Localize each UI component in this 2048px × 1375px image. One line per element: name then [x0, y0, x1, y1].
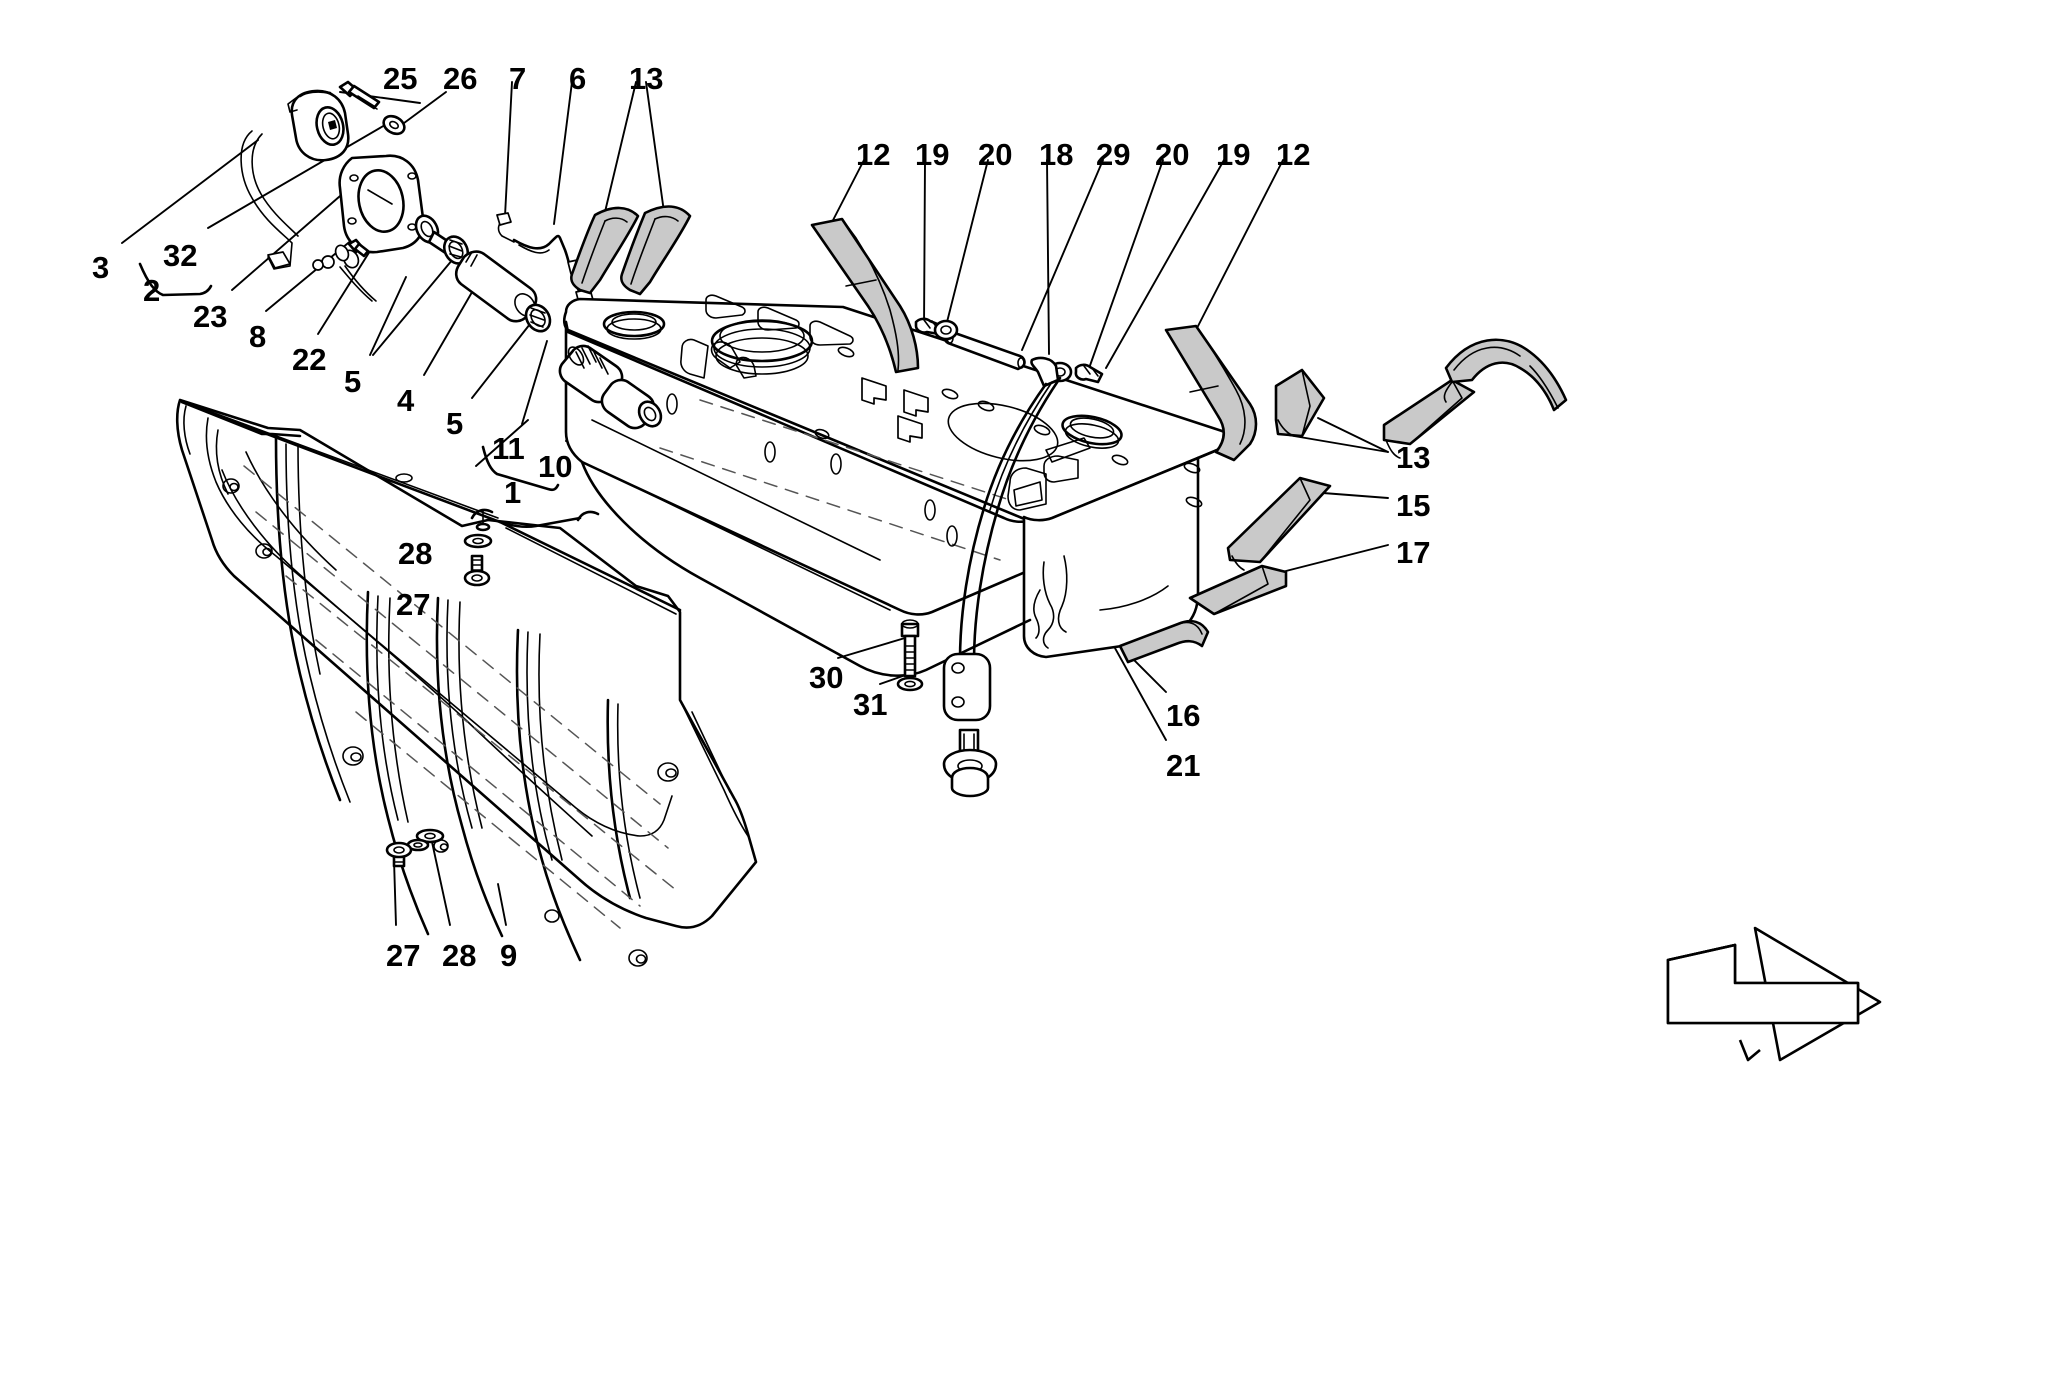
callout-15: 15 [1396, 488, 1431, 523]
callout-17: 17 [1396, 535, 1431, 570]
callout-18: 18 [1039, 137, 1074, 172]
callout-23: 23 [193, 299, 228, 334]
callout-20-a: 20 [978, 137, 1013, 172]
part-28-washer-upper [463, 509, 493, 549]
callout-31: 31 [853, 687, 888, 722]
fuel-tank [562, 294, 1231, 677]
part-sender-lanyard [240, 130, 299, 270]
part-8-22-hardware [312, 238, 377, 302]
callout-27-upper: 27 [396, 587, 431, 622]
callout-19-a: 19 [915, 137, 950, 172]
part-27-screw-upper [463, 554, 491, 587]
part-17-wedge [1188, 564, 1288, 616]
part-13-curved-shields-top [569, 205, 692, 296]
callout-12-b: 12 [1276, 137, 1311, 172]
callout-5-b: 5 [446, 406, 464, 441]
callout-1: 1 [504, 475, 522, 510]
callout-13-top: 13 [629, 61, 664, 96]
callout-2: 2 [143, 273, 161, 308]
callout-19-b: 19 [1216, 137, 1251, 172]
part-13-right-pads [1274, 338, 1568, 459]
part-15-plate [1226, 476, 1332, 571]
callout-7: 7 [509, 61, 527, 96]
callout-20-b: 20 [1155, 137, 1190, 172]
callout-9: 9 [500, 938, 518, 973]
callout-22: 22 [292, 342, 327, 377]
callout-8: 8 [249, 319, 267, 354]
part-filler-hose [414, 214, 552, 333]
part-21-tank-strap [942, 356, 1062, 798]
part-16-pad [1118, 619, 1210, 664]
callout-12-a: 12 [856, 137, 891, 172]
callout-5-a: 5 [344, 364, 362, 399]
leader-lines-top-right [829, 159, 1284, 375]
direction-of-travel-arrow-icon [1666, 926, 1882, 1062]
callout-6: 6 [569, 61, 587, 96]
callout-26: 26 [443, 61, 478, 96]
part-25-bolt [338, 80, 381, 110]
callout-28-lower: 28 [442, 938, 477, 973]
part-12-left-pad [810, 217, 920, 374]
callout-16: 16 [1166, 698, 1201, 733]
part-26-washer [382, 114, 406, 136]
part-27-screw-lower [385, 841, 413, 868]
part-30-31-fastener [896, 619, 924, 692]
callout-28-upper: 28 [398, 536, 433, 571]
callout-30: 30 [809, 660, 844, 695]
callout-25: 25 [383, 61, 418, 96]
callout-27-lower: 27 [386, 938, 421, 973]
callout-29: 29 [1096, 137, 1131, 172]
part-28-washer-lower [406, 828, 445, 852]
callout-3: 3 [92, 250, 110, 285]
part-12-right-pad [1164, 324, 1258, 462]
callout-4: 4 [397, 383, 415, 418]
part-10-11-separator-pipe [558, 344, 663, 430]
callout-21: 21 [1166, 748, 1201, 783]
callout-32: 32 [163, 238, 198, 273]
callout-11: 11 [492, 431, 525, 466]
part-fuel-pump-cap [287, 89, 350, 162]
callout-13-right: 13 [1396, 440, 1431, 475]
part-23-flange [338, 154, 425, 254]
callout-10: 10 [538, 449, 573, 484]
part-9-heat-shield [175, 398, 758, 967]
